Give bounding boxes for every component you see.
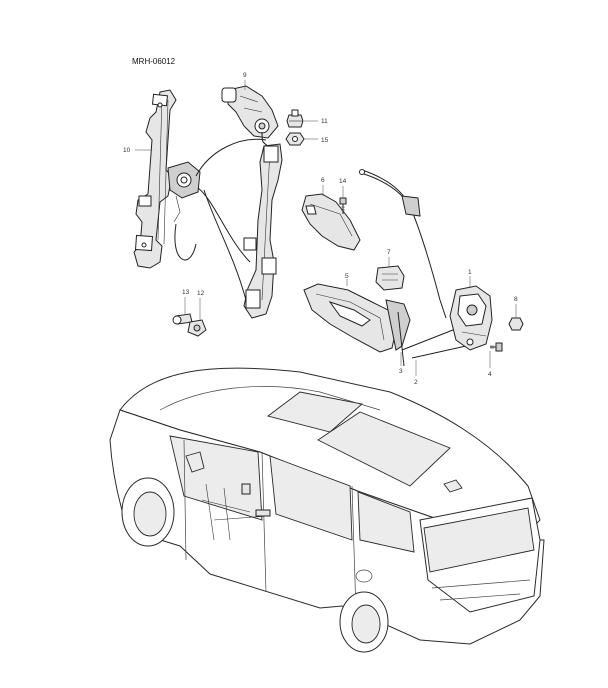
pin-13	[172, 313, 193, 325]
latch-cable	[359, 169, 447, 319]
latch-nut	[508, 317, 524, 331]
callout-13: 13	[182, 289, 190, 296]
callout-8: 8	[514, 296, 518, 303]
callout-12: 12	[197, 290, 205, 297]
callout-2: 2	[414, 379, 418, 386]
pin-12	[187, 319, 207, 337]
latch-screw	[490, 342, 503, 352]
bolt	[286, 109, 304, 128]
callout-10: 10	[123, 147, 131, 154]
callout-1: 1	[468, 269, 472, 276]
callout-4: 4	[488, 371, 492, 378]
callout-3: 3	[399, 368, 403, 375]
side-mirror	[185, 451, 205, 473]
rear-quarter-window	[357, 491, 415, 553]
door-latch	[449, 285, 493, 351]
diagram-code: MRH-06012	[132, 57, 176, 66]
window-regulator-motor-assembly	[174, 85, 283, 319]
leader-lines	[135, 80, 517, 376]
handle-bezel	[303, 283, 411, 353]
callout-15: 15	[321, 137, 329, 144]
nut	[285, 132, 305, 146]
rear-sunroof	[317, 411, 451, 487]
window-regulator-rail	[133, 89, 201, 269]
sliding-door-window	[269, 455, 353, 541]
callout-11: 11	[321, 118, 328, 125]
rear-windshield	[423, 507, 535, 573]
interior-handle-housing	[301, 193, 361, 251]
callout-5: 5	[345, 273, 349, 280]
latch-rod	[397, 311, 467, 367]
callout-7: 7	[387, 249, 391, 256]
latch-clip	[375, 265, 405, 291]
vehicle-outline	[109, 367, 545, 653]
front-sunroof	[266, 391, 363, 433]
callout-6: 6	[321, 177, 325, 184]
callout-labels: 9 10 11 15 6 14 7 5 1 8 4 3 2 13 12	[123, 72, 518, 386]
callout-14: 14	[339, 178, 347, 185]
callout-9: 9	[243, 72, 247, 79]
